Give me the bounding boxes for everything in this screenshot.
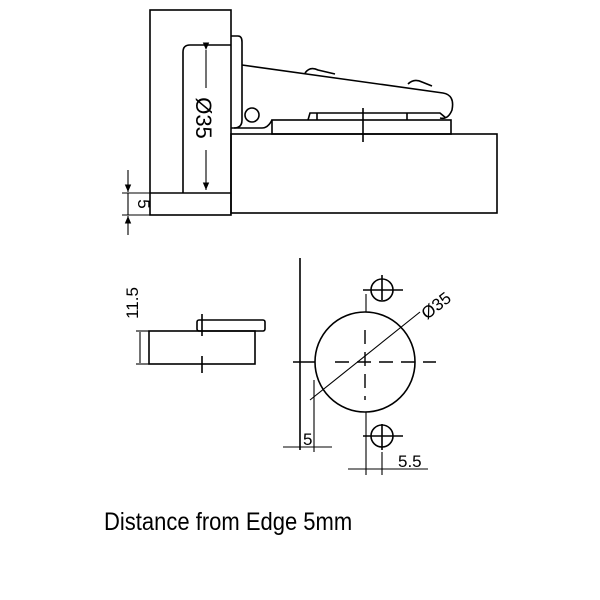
mounting-plate (271, 119, 452, 135)
hinge-cup (231, 35, 243, 129)
hinge-arm (241, 64, 454, 120)
side-edge-distance-label: 5 (134, 199, 153, 208)
plate-height-label: 11.5 (123, 287, 142, 319)
door-panel (149, 9, 232, 216)
plate-lip (196, 319, 266, 332)
plan-edge-distance-label: 5 (303, 430, 312, 449)
screw-head (407, 79, 433, 87)
plan-view: Ø35 5 5.5 (283, 258, 455, 475)
plan-cup-diameter-label: Ø35 (418, 288, 455, 323)
cup-recess (182, 44, 231, 193)
hinge-pivot (244, 107, 260, 123)
screw-head (304, 67, 336, 75)
caption: Distance from Edge 5mm (104, 508, 353, 536)
diameter-leader (309, 311, 421, 401)
cabinet-side (230, 133, 498, 214)
plate-elevation: 11.5 (123, 287, 266, 373)
hinge-link (231, 119, 273, 129)
plan-hole-offset-label: 5.5 (398, 452, 422, 471)
plate-top (307, 112, 447, 121)
side-cup-diameter-label: Ø35 (191, 97, 216, 139)
side-view: Ø35 5 (122, 9, 498, 235)
